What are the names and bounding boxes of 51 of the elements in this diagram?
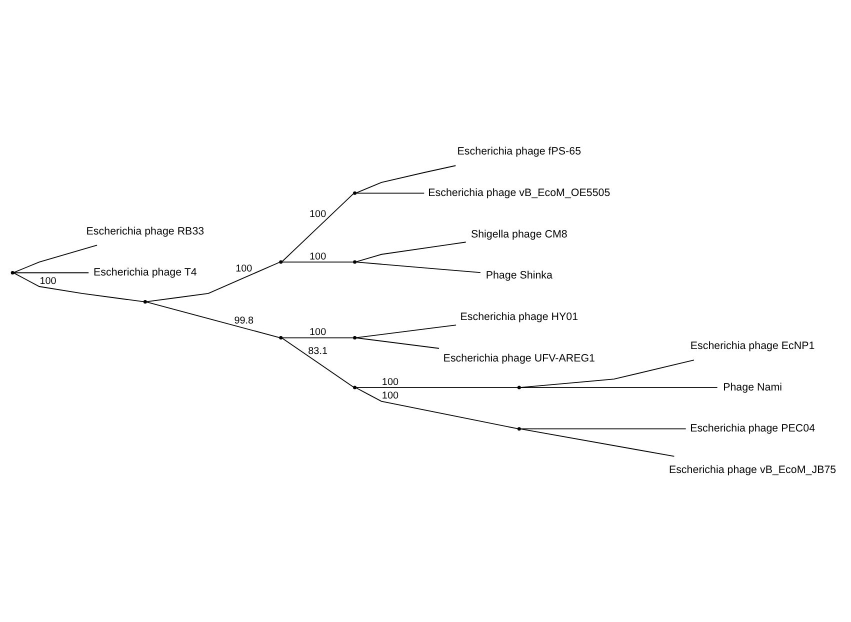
- connector: [14, 244, 98, 273]
- node-point: [353, 191, 357, 195]
- connector: [520, 428, 675, 457]
- node-text: Phage Nami: [723, 381, 782, 394]
- node-point: [279, 260, 283, 264]
- node-text: Escherichia phage vB_EcoM_JB75: [668, 464, 836, 476]
- edge-label: 100: [382, 376, 399, 388]
- connector: [356, 324, 456, 338]
- connector: [520, 428, 686, 430]
- node-text: Phage Shinka: [486, 270, 552, 282]
- edge-label: 100: [40, 276, 56, 287]
- edge-label: 100: [236, 264, 252, 275]
- connector: [356, 387, 518, 430]
- connector: [520, 387, 718, 388]
- node-point: [10, 270, 14, 274]
- connector: [356, 337, 440, 349]
- connector: [356, 165, 456, 194]
- connector: [520, 360, 694, 388]
- connector: [14, 272, 144, 302]
- node-text: Escherichia phage vB_EcoM_OE5505: [428, 186, 610, 199]
- connector: [282, 193, 354, 262]
- node-text: Escherichia phage fPS-65: [457, 146, 582, 158]
- edge-label: 100: [310, 209, 326, 220]
- edge-label: 83.1: [308, 346, 328, 358]
- connector: [356, 192, 425, 194]
- node-text: Escherichia phage UFV-AREG1: [443, 352, 596, 364]
- node-text: Escherichia phage PEC04: [690, 422, 816, 435]
- connector: [282, 338, 354, 388]
- connector: [146, 262, 280, 302]
- edge-label: 100: [310, 251, 326, 262]
- edge-label: 100: [382, 390, 399, 402]
- edge-label: 100: [310, 327, 326, 338]
- connector: [14, 272, 90, 274]
- edge-label: 99.8: [234, 316, 254, 327]
- node-text: Escherichia phage RB33: [86, 225, 204, 238]
- connector: [282, 337, 354, 338]
- node-point: [517, 386, 521, 390]
- connector: [356, 387, 518, 388]
- node-point: [353, 260, 357, 264]
- node-text: Escherichia phage T4: [94, 266, 197, 279]
- connector: [356, 242, 466, 262]
- node-point: [517, 427, 521, 431]
- node-text: Escherichia phage EcNP1: [690, 340, 815, 352]
- node-point: [279, 336, 283, 340]
- node-point: [353, 386, 357, 390]
- node-point: [143, 300, 147, 304]
- node-text: Escherichia phage HY01: [460, 310, 578, 323]
- connector: [146, 302, 280, 338]
- node-text: Shigella phage CM8: [470, 228, 568, 240]
- connector: [356, 262, 481, 274]
- node-point: [353, 336, 357, 340]
